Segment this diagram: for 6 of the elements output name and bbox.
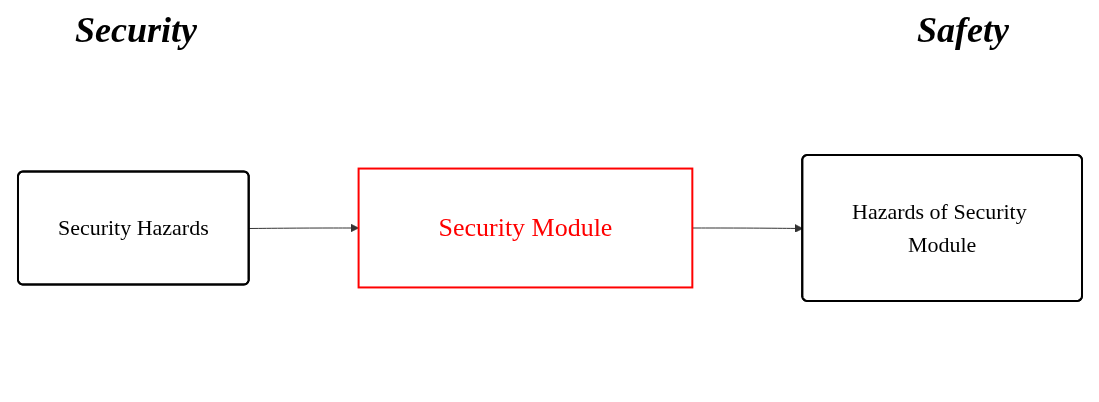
process-box: Security Module (357, 167, 693, 288)
process-box: Security Hazards (16, 170, 250, 285)
heading-label: Security (75, 9, 197, 51)
arrow (248, 223, 359, 232)
process-box: Hazards of Security Module (800, 153, 1083, 302)
heading-label: Safety (917, 9, 1009, 51)
